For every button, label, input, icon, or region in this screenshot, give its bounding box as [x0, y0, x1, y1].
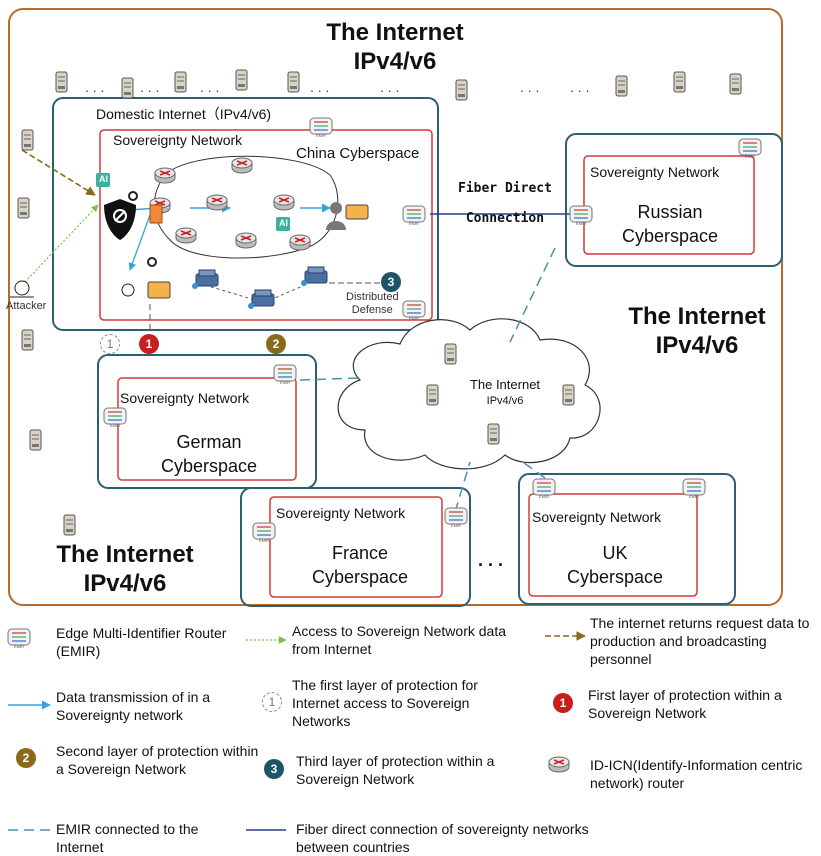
svg-text:. . .: . . . [380, 79, 399, 95]
germany-cyberspace-label: German Cyberspace [160, 432, 258, 476]
svg-text:. . .: . . . [200, 79, 219, 95]
russia-sovereign-box [583, 155, 755, 255]
russia-sovereignty-label: Sovereignty Network [590, 164, 720, 180]
legend-first-layer-within: First layer of protection within a Sover… [588, 687, 782, 721]
legend-emir-internet: EMIR connected to the Internet [56, 821, 199, 855]
uk-sovereign-box [528, 493, 698, 597]
legend-first-layer-badge: 1 [553, 693, 573, 713]
germany-box [97, 354, 317, 489]
internet-top-title: The Internet IPv4/v6 [326, 19, 464, 75]
legend-first-layer-internet-badge: 1 [262, 692, 282, 712]
first-layer-badge: 1 [139, 334, 159, 354]
france-sovereignty-label: Sovereignty Network [276, 505, 406, 521]
access-arrow [21, 204, 99, 286]
third-layer-badge: 3 [381, 272, 401, 292]
first-layer-internet-badge: 1 [100, 334, 120, 354]
attacker-label: Attacker [6, 300, 47, 312]
fiber-direct-label: Fiber Direct Connection [458, 181, 552, 226]
uk-box [518, 473, 736, 605]
more-countries-ellipsis: . . . [478, 550, 504, 570]
ai-badge: AI [279, 218, 288, 228]
legend-third-layer: Third layer of protection within a Sover… [296, 753, 495, 787]
uk-sovereignty-label: Sovereignty Network [532, 509, 662, 525]
svg-text:. . .: . . . [85, 79, 104, 95]
svg-text:. . .: . . . [140, 79, 159, 95]
domestic-internet-label: Domestic Internet（IPv4/v6) [96, 106, 272, 122]
legend-third-layer-badge: 3 [264, 759, 284, 779]
internet-bottom-title: The Internet IPv4/v6 [56, 541, 194, 597]
germany-sovereign-box [117, 377, 297, 481]
second-layer-badge: 2 [266, 334, 286, 354]
legend-second-layer: Second layer of protection within a Sove… [56, 743, 259, 777]
firewall-shield [104, 199, 136, 240]
legend-emir: Edge Multi-Identifier Router (EMIR) [56, 625, 227, 659]
legend-id-icn: ID-ICN(Identify-Information centric netw… [590, 757, 803, 791]
emir-internet-dashes [299, 247, 556, 513]
legend-transmission: Data transmission of in a Sovereignty ne… [56, 689, 211, 723]
svg-text:. . .: . . . [520, 79, 539, 95]
return-arrow [21, 149, 96, 196]
germany-sovereignty-label: Sovereignty Network [120, 390, 250, 406]
internet-right-title: The Internet IPv4/v6 [628, 303, 766, 359]
legend-returns: The internet returns request data to pro… [590, 615, 810, 667]
cloud-label: The Internet IPv4/v6 [469, 377, 541, 407]
internet-cloud [337, 318, 601, 470]
france-sovereign-box [269, 496, 443, 598]
legend-access: Access to Sovereign Network data from In… [292, 623, 506, 657]
russia-box [565, 133, 783, 267]
attacker-icon [10, 280, 34, 298]
legend-second-layer-badge: 2 [16, 748, 36, 768]
china-cyberspace-label: China Cyberspace [296, 145, 420, 162]
svg-text:. . .: . . . [570, 79, 589, 95]
uk-cyberspace-label: UK Cyberspace [566, 543, 664, 587]
skull-icon [121, 283, 135, 297]
distributed-defense-label: Distributed Defense [346, 291, 399, 316]
ai-badge: AI [99, 174, 108, 184]
china-sovereign-box [99, 129, 433, 321]
france-box [240, 487, 471, 607]
russia-cyberspace-label: Russian Cyberspace [621, 202, 719, 246]
legend-first-layer-internet: The first layer of protection for Intern… [292, 677, 478, 729]
legend-fiber-direct: Fiber direct connection of sovereignty n… [296, 821, 589, 855]
china-sovereignty-label: Sovereignty Network [113, 132, 243, 148]
svg-text:. . .: . . . [310, 79, 329, 95]
france-cyberspace-label: France Cyberspace [311, 543, 409, 587]
